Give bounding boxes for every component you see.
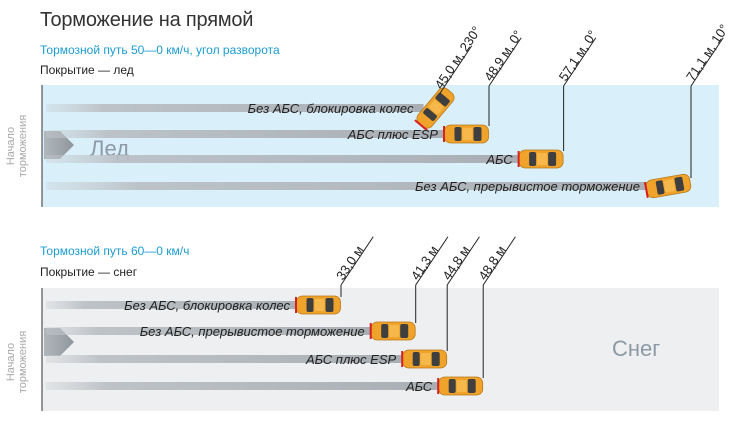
car-icon: [643, 173, 692, 199]
measure-leader: [482, 236, 516, 286]
row-label: Без АБС, блокировка колес: [248, 101, 414, 116]
brake-light: [442, 126, 445, 142]
car-icon: [369, 321, 416, 341]
car-window-front: [431, 352, 440, 366]
measure-value: 33,0 м: [333, 243, 367, 283]
measure-leader: [340, 236, 374, 286]
measure-value: 57,1 м, 0°: [556, 28, 600, 84]
car-roof: [537, 153, 548, 165]
car-window-front: [473, 127, 482, 141]
row-label: Без АБС, блокировка колес: [124, 298, 290, 313]
row-label: АБС плюс ESP: [305, 352, 397, 367]
measure-leader: [439, 45, 473, 95]
car-window-front: [674, 176, 685, 192]
brake-light: [369, 323, 372, 339]
measure-leader: [563, 37, 597, 87]
ice-panel-surface: Покрытие — лед: [40, 63, 134, 77]
row-label: Без АБС, прерывистое торможение: [140, 324, 365, 339]
brake-light: [414, 119, 428, 132]
car-icon: [517, 149, 564, 169]
measure-leader: [446, 236, 480, 286]
snow-panel-subtitle: Тормозной путь 60—0 км/ч: [40, 244, 190, 258]
car-icon: [442, 124, 489, 144]
brake-light: [517, 151, 520, 167]
car-window-rear: [381, 324, 389, 338]
car-roof: [462, 128, 473, 140]
braking-track: [46, 130, 448, 138]
car-roof: [389, 325, 400, 337]
car-window-front: [435, 92, 450, 107]
measure-value: 48,8 м: [475, 243, 509, 283]
start-label-line-1: Начало: [5, 127, 17, 165]
measure-value: 71,1 м, 10°: [683, 22, 731, 84]
measure-value: 41,3 м: [408, 243, 442, 283]
start-label-line-2: торможения: [17, 115, 29, 177]
car-window-rear: [448, 379, 456, 393]
car-window-front: [400, 324, 409, 338]
car-icon: [437, 376, 484, 396]
brake-light: [295, 297, 297, 313]
brake-light: [643, 181, 649, 198]
car-window-front: [325, 298, 334, 312]
row-label: Без АБС, прерывистое торможение: [415, 179, 640, 194]
braking-track: [46, 301, 300, 309]
car-window-rear: [306, 298, 314, 312]
car-roof: [456, 380, 467, 392]
car-window-rear: [423, 108, 437, 121]
braking-track: [46, 327, 375, 335]
start-label: Началоторможения: [5, 331, 29, 393]
page-title: Торможение на прямой: [40, 9, 254, 31]
car-roof: [428, 99, 444, 115]
surface-zone-label: Снег: [612, 336, 660, 361]
braking-track: [46, 155, 523, 163]
measure-value: 48,9 м, 0°: [481, 28, 525, 84]
measure-leader: [488, 37, 522, 87]
measure-value: 45,0 м, 230°: [432, 23, 484, 91]
braking-track: [46, 104, 424, 112]
brake-light: [437, 378, 440, 394]
car-roof: [420, 353, 431, 365]
measure-value: 44,8 м: [439, 243, 473, 283]
start-label-line-1: Начало: [5, 343, 17, 381]
row-label: АБС: [485, 152, 513, 167]
car-icon: [401, 349, 448, 369]
row-label: АБС плюс ESP: [347, 127, 439, 142]
car-window-rear: [454, 127, 462, 141]
car-window-rear: [655, 180, 665, 195]
row-label: АБС: [405, 379, 433, 394]
braking-track: [46, 182, 651, 190]
car-window-rear: [412, 352, 420, 366]
brake-light: [401, 351, 404, 367]
car-icon: [295, 295, 341, 315]
braking-track: [46, 355, 407, 363]
snow-panel: Снег Началоторможения Без АБС, блокировка …: [5, 236, 719, 411]
car-window-rear: [529, 152, 537, 166]
car-roof: [314, 299, 325, 311]
start-label: Началоторможения: [5, 115, 29, 177]
snow-panel-surface: Покрытие — снег: [40, 265, 138, 279]
car-window-front: [548, 152, 557, 166]
car-window-front: [467, 379, 476, 393]
measure-leader: [415, 236, 449, 286]
car-roof: [663, 179, 676, 193]
measure-leader: [690, 37, 724, 87]
braking-track: [46, 382, 443, 390]
car-icon: [414, 87, 455, 132]
start-label-line-2: торможения: [17, 331, 29, 393]
ice-panel-subtitle: Тормозной путь 50—0 км/ч, угол разворота: [40, 43, 280, 57]
